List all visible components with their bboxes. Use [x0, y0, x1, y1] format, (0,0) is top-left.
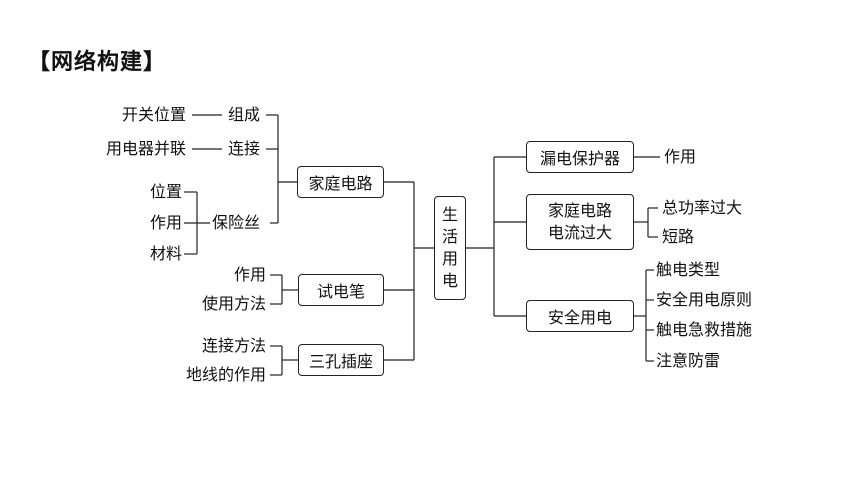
item-appliances-parallel: 用电器并联 — [105, 139, 186, 158]
center-char-2: 活 — [441, 227, 458, 246]
tester-item-function: 作用 — [233, 265, 266, 284]
node-electrical-safety: 安全用电 — [526, 300, 634, 332]
safety-item-principles: 安全用电原则 — [656, 290, 753, 309]
fuse-item-position: 位置 — [149, 182, 182, 201]
center-char-4: 电 — [441, 271, 458, 290]
fuse-item-function: 作用 — [149, 213, 182, 232]
socket-item-ground: 地线的作用 — [185, 365, 266, 384]
overcurrent-item-short-circuit: 短路 — [662, 227, 695, 246]
item-switch-position: 开关位置 — [121, 105, 186, 124]
node-test-pen: 试电笔 — [298, 274, 384, 306]
overcurrent-line-2: 电流过大 — [547, 223, 612, 242]
label-connection: 连接 — [228, 139, 261, 158]
safety-item-first-aid: 触电急救措施 — [656, 320, 753, 339]
leakage-item-function: 作用 — [664, 147, 697, 166]
node-leakage-protector: 漏电保护器 — [526, 141, 634, 173]
overcurrent-line-1: 家庭电路 — [547, 201, 612, 220]
node-household-circuit: 家庭电路 — [297, 166, 384, 198]
label-fuse: 保险丝 — [212, 213, 261, 232]
tester-item-usage: 使用方法 — [201, 294, 266, 313]
socket-item-connection: 连接方法 — [201, 336, 266, 355]
center-char-3: 用 — [441, 249, 458, 268]
node-center-electricity: 生 活 用 电 — [434, 196, 466, 300]
node-three-hole-socket: 三孔插座 — [298, 344, 384, 376]
safety-item-shock-types: 触电类型 — [656, 260, 721, 279]
safety-item-lightning: 注意防雷 — [656, 351, 721, 370]
fuse-item-material: 材料 — [149, 244, 182, 263]
center-char-1: 生 — [441, 205, 458, 224]
node-overcurrent: 家庭电路 电流过大 — [526, 194, 634, 250]
overcurrent-item-overload: 总功率过大 — [662, 198, 743, 217]
label-composition: 组成 — [228, 105, 261, 124]
section-heading: 【网络构建】 — [28, 50, 167, 75]
